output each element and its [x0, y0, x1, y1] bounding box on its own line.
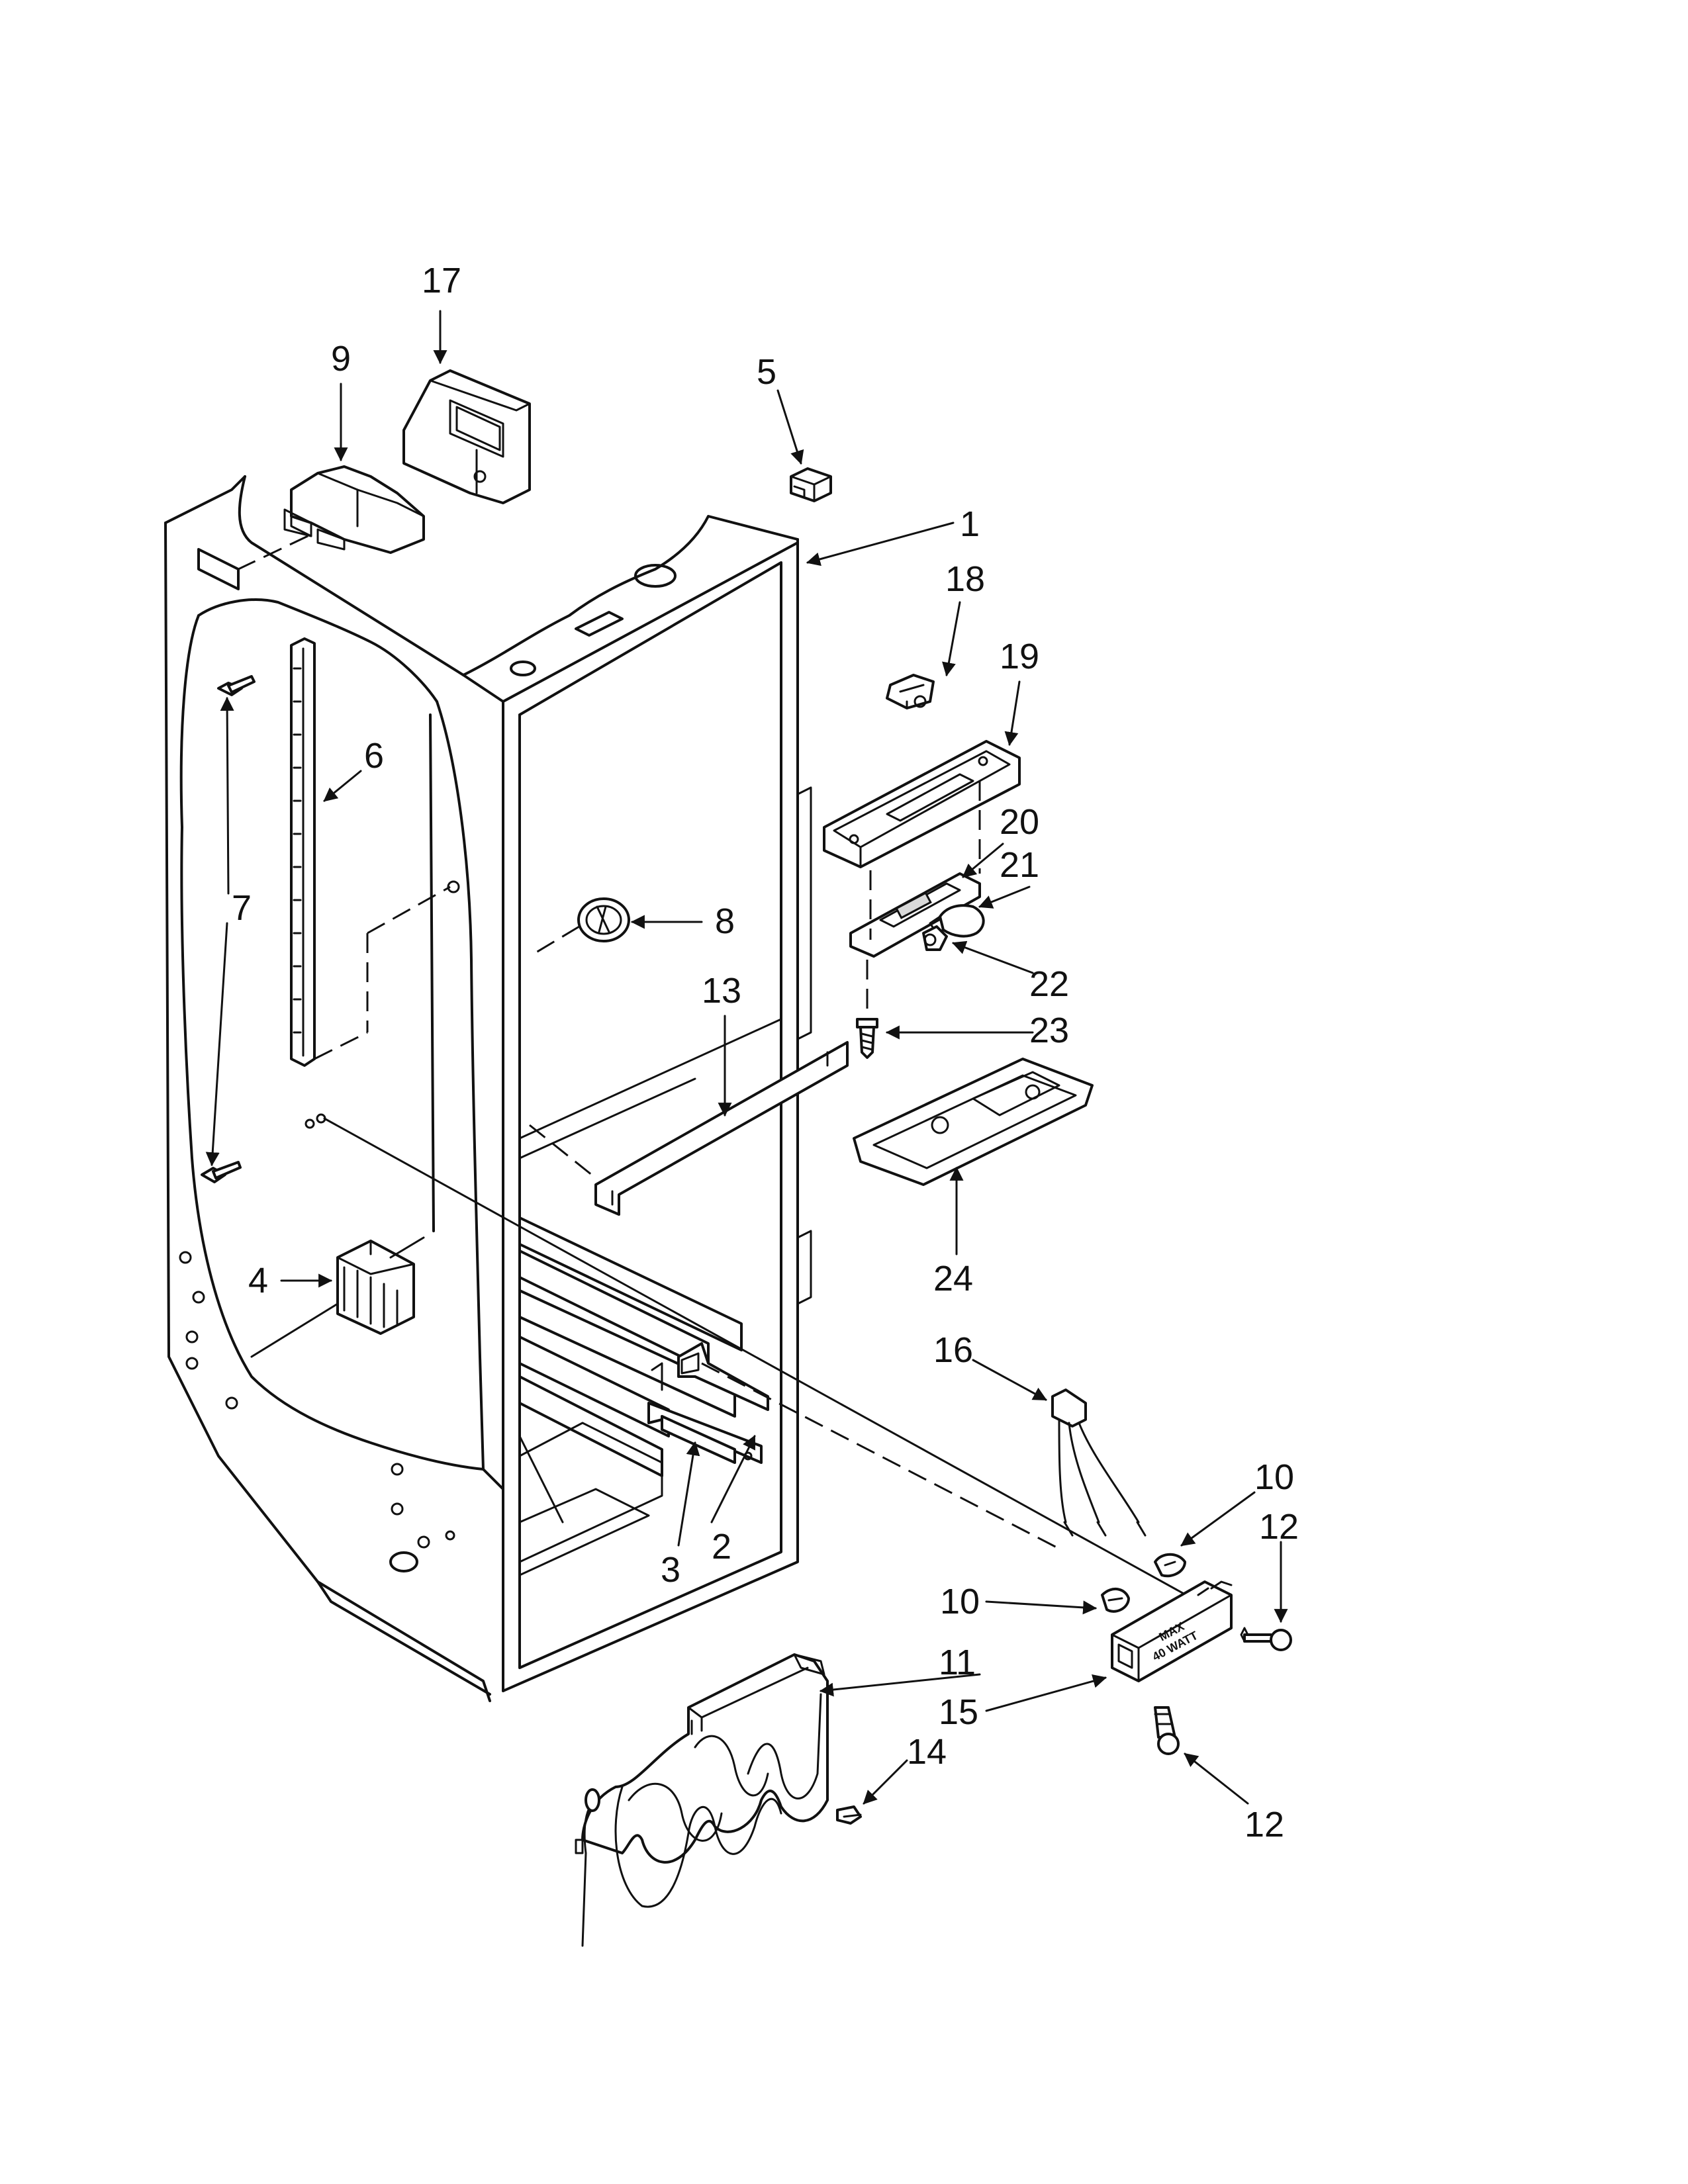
callout-10-lower: 10: [940, 1582, 980, 1621]
callout-21: 21: [1000, 845, 1039, 885]
callout-20: 20: [1000, 802, 1039, 842]
callout-2: 2: [712, 1527, 731, 1567]
lower-bracket: [647, 1362, 763, 1464]
rail-slots: [293, 667, 302, 1034]
upper-bracket: [677, 1342, 769, 1411]
callout-15: 15: [939, 1692, 978, 1732]
callout-16: 16: [933, 1330, 973, 1370]
callout-7: 7: [232, 888, 252, 928]
defrost-heater: [575, 1653, 829, 1947]
callout-23: 23: [1029, 1011, 1069, 1050]
push-pin-upper: [1240, 1627, 1292, 1651]
light-switch: MAX 40 WATT: [1111, 1580, 1233, 1682]
callout-1: 1: [960, 504, 980, 544]
light-switch-connector: [886, 674, 935, 709]
screw-light: [856, 1018, 878, 1059]
callout-14: 14: [907, 1732, 947, 1772]
vertical-shelf-rail: [290, 637, 316, 1067]
wire-clip: [790, 467, 832, 502]
air-duct-housing: [402, 369, 531, 504]
callout-12-upper: 12: [1259, 1507, 1299, 1547]
callout-12-lower: 12: [1244, 1805, 1284, 1844]
callout-17: 17: [422, 261, 461, 300]
screw-lower: [201, 1161, 242, 1183]
push-pin-lower: [1154, 1706, 1180, 1755]
cabinet-liner: [164, 475, 812, 1702]
callout-5: 5: [757, 352, 776, 392]
callout-10-upper: 10: [1254, 1457, 1294, 1497]
callout-4: 4: [248, 1261, 268, 1300]
callout-18: 18: [945, 559, 985, 599]
callout-9: 9: [331, 339, 351, 379]
screw-heater: [836, 1805, 862, 1825]
callout-19: 19: [1000, 637, 1039, 676]
callout-6: 6: [364, 736, 384, 776]
wire-harness: [1051, 1388, 1147, 1537]
callout-24: 24: [933, 1259, 973, 1298]
callout-leaders: [205, 310, 1288, 1805]
wire-tie-lower: [1101, 1588, 1130, 1613]
callout-labels: 17 9 5 1 18 19 6 7 8 13 20 21 22 23 24 4…: [232, 261, 1299, 1844]
cross-bar: [594, 1041, 849, 1216]
light-socket-disc: [577, 897, 630, 942]
callout-8: 8: [715, 901, 735, 941]
callout-22: 22: [1029, 964, 1069, 1004]
air-grille: [336, 1240, 415, 1335]
damper-control: [283, 465, 425, 554]
callout-13: 13: [702, 971, 741, 1011]
wire-tie-upper: [1154, 1553, 1186, 1578]
callout-11: 11: [939, 1643, 976, 1682]
lamp-socket: [922, 925, 948, 951]
screw-upper: [217, 675, 256, 696]
light-shield: [853, 1058, 1094, 1186]
callout-3: 3: [661, 1550, 680, 1590]
light-housing: [823, 740, 1021, 868]
